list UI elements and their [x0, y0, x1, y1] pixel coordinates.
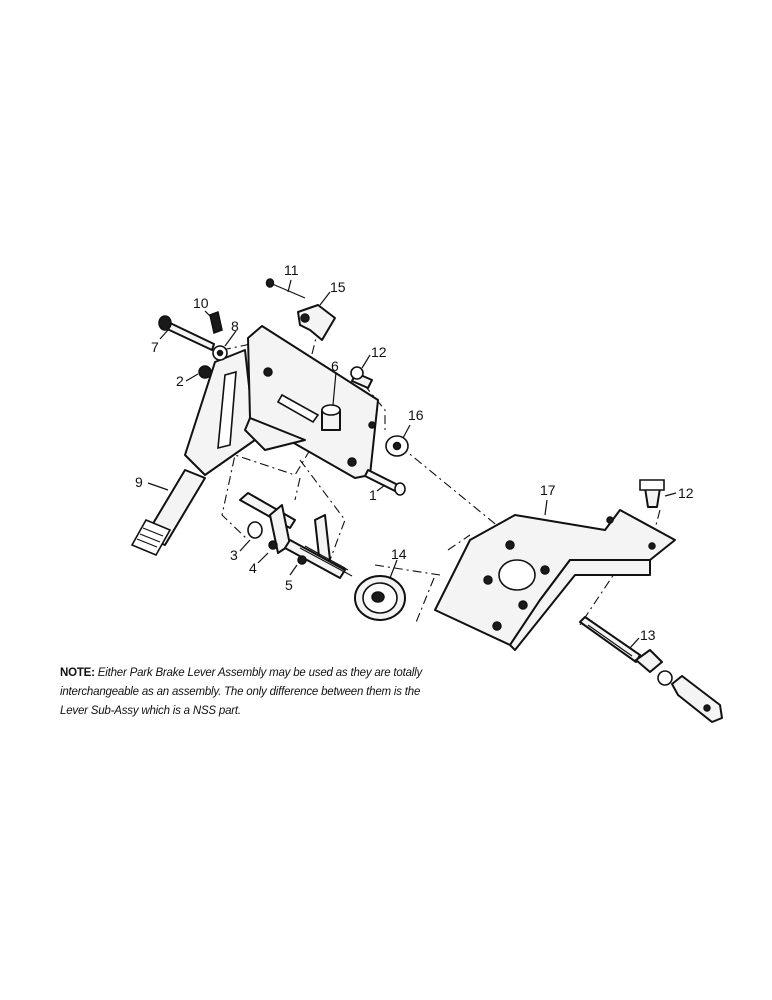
nut: [199, 366, 211, 378]
washer: [213, 346, 227, 360]
callout-13: 13: [640, 627, 656, 643]
callout-6: 6: [331, 358, 339, 374]
callout-2: 2: [176, 373, 184, 389]
note-label: NOTE:: [60, 667, 95, 679]
note-text: Either Park Brake Lever Assembly may be …: [60, 667, 422, 717]
large-washer: [386, 436, 408, 456]
long-screw: [267, 279, 306, 298]
callout-12-right: 12: [678, 485, 694, 501]
pawl-clip: [298, 305, 335, 340]
callout-14: 14: [391, 546, 407, 562]
callout-8: 8: [231, 318, 239, 334]
callout-15: 15: [330, 279, 346, 295]
callout-4: 4: [249, 560, 257, 576]
long-pin: [159, 316, 214, 350]
callout-7: 7: [151, 339, 159, 355]
assembly-note: NOTE: Either Park Brake Lever Assembly m…: [60, 664, 440, 721]
callout-9: 9: [135, 474, 143, 490]
pulley: [355, 576, 405, 620]
callout-10: 10: [193, 295, 209, 311]
callout-16: 16: [408, 407, 424, 423]
mounting-bracket: [435, 510, 675, 650]
lever-handle: [132, 470, 205, 555]
callout-12-upper: 12: [371, 344, 387, 360]
carriage-bolt: [640, 480, 664, 507]
callout-11: 11: [284, 262, 299, 278]
roll-pin: [210, 312, 222, 333]
callout-1: 1: [369, 487, 377, 503]
spacer: [322, 405, 340, 430]
pawl-sub-assembly: [240, 493, 352, 578]
callout-5: 5: [285, 577, 293, 593]
callout-3: 3: [230, 547, 238, 563]
callout-17: 17: [540, 482, 556, 498]
leader-lines: [148, 280, 676, 648]
